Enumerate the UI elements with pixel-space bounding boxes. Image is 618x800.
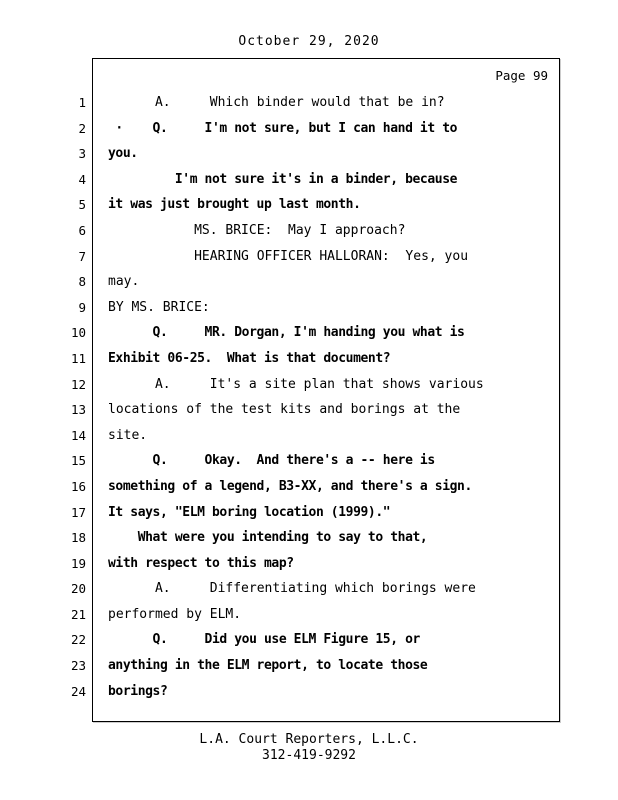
line-text: borings? — [108, 683, 168, 699]
line-number: 24 — [70, 683, 86, 699]
transcript-line: 6 MS. BRICE: May I approach? — [0, 218, 618, 244]
line-text: It says, "ELM boring location (1999)." — [108, 504, 391, 520]
line-number: 6 — [78, 222, 86, 238]
transcript-line: 20 A. Differentiating which borings were — [0, 576, 618, 602]
line-number: 22 — [70, 632, 86, 648]
line-number: 18 — [70, 530, 86, 546]
footer-phone: 312-419-9292 — [262, 748, 356, 763]
line-number: 19 — [70, 555, 86, 571]
line-number: 4 — [78, 171, 86, 187]
transcript-line: 1 A. Which binder would that be in? — [0, 90, 618, 116]
line-number: 20 — [70, 581, 86, 597]
transcript-line: 17 It says, "ELM boring location (1999)." — [0, 500, 618, 526]
page-number-label: Page 99 — [495, 68, 548, 83]
transcript-line: 11 Exhibit 06-25. What is that document? — [0, 346, 618, 372]
line-number: 23 — [70, 658, 86, 674]
line-text: A. Which binder would that be in? — [108, 95, 445, 110]
transcript-line: 10 Q. MR. Dorgan, I'm handing you what i… — [0, 320, 618, 346]
transcript-line: 4 I'm not sure it's in a binder, because — [0, 167, 618, 193]
transcript-line: 3 you. — [0, 141, 618, 167]
transcript-line: 7 HEARING OFFICER HALLORAN: Yes, you — [0, 244, 618, 270]
line-text: BY MS. BRICE: — [108, 299, 210, 315]
line-text: something of a legend, B3-XX, and there'… — [108, 478, 472, 494]
line-number: 9 — [78, 299, 86, 315]
transcript-line: 14 site. — [0, 423, 618, 449]
transcript-line: 5 it was just brought up last month. — [0, 192, 618, 218]
transcript-line: 19 with respect to this map? — [0, 551, 618, 577]
date-header: October 29, 2020 — [238, 34, 380, 49]
transcript-line: 15 Q. Okay. And there's a -- here is — [0, 448, 618, 474]
transcript-lines: 1 A. Which binder would that be in?2 · Q… — [0, 90, 618, 704]
transcript-line: 9 BY MS. BRICE: — [0, 295, 618, 321]
transcript-line: 21 performed by ELM. — [0, 602, 618, 628]
line-number: 8 — [78, 274, 86, 290]
line-text: · Q. I'm not sure, but I can hand it to — [108, 120, 458, 136]
line-number: 10 — [70, 325, 86, 341]
line-text: may. — [108, 274, 140, 290]
footer-company: L.A. Court Reporters, L.L.C. — [199, 732, 419, 747]
line-text: performed by ELM. — [108, 606, 242, 622]
line-text: What were you intending to say to that, — [108, 530, 428, 546]
line-text: anything in the ELM report, to locate th… — [108, 658, 428, 674]
transcript-line: 16 something of a legend, B3-XX, and ther… — [0, 474, 618, 500]
line-number: 3 — [78, 146, 86, 162]
line-number: 7 — [78, 248, 86, 264]
transcript-sheet-border — [92, 58, 560, 722]
line-number: 2 — [78, 120, 86, 136]
line-text: it was just brought up last month. — [108, 197, 361, 213]
line-text: A. Differentiating which borings were — [108, 581, 476, 597]
transcript-line: 2 · Q. I'm not sure, but I can hand it t… — [0, 116, 618, 142]
line-text: HEARING OFFICER HALLORAN: Yes, you — [108, 248, 469, 264]
line-number: 17 — [70, 504, 86, 520]
line-number: 16 — [70, 478, 86, 494]
line-number: 13 — [70, 402, 86, 418]
line-text: locations of the test kits and borings a… — [108, 402, 461, 418]
transcript-line: 13 locations of the test kits and borings… — [0, 397, 618, 423]
line-text: Q. Did you use ELM Figure 15, or — [108, 632, 421, 648]
line-text: with respect to this map? — [108, 555, 294, 571]
line-number: 14 — [70, 427, 86, 443]
transcript-line: 12 A. It's a site plan that shows variou… — [0, 372, 618, 398]
line-text: Exhibit 06-25. What is that document? — [108, 350, 391, 366]
line-text: you. — [108, 146, 138, 162]
line-text: Q. MR. Dorgan, I'm handing you what is — [108, 325, 465, 341]
line-number: 21 — [70, 606, 86, 622]
line-number: 11 — [70, 350, 86, 366]
transcript-line: 18 What were you intending to say to tha… — [0, 525, 618, 551]
line-text: site. — [108, 427, 148, 443]
transcript-line: 23 anything in the ELM report, to locate … — [0, 653, 618, 679]
transcript-line: 8 may. — [0, 269, 618, 295]
line-number: 12 — [70, 376, 86, 392]
line-text: Q. Okay. And there's a -- here is — [108, 453, 436, 469]
line-text: I'm not sure it's in a binder, because — [108, 171, 458, 187]
transcript-line: 22 Q. Did you use ELM Figure 15, or — [0, 627, 618, 653]
line-number: 1 — [78, 95, 86, 110]
footer: L.A. Court Reporters, L.L.C. 312-419-929… — [0, 732, 618, 764]
line-text: A. It's a site plan that shows various — [108, 376, 484, 392]
line-text: MS. BRICE: May I approach? — [108, 222, 406, 238]
line-number: 5 — [78, 197, 86, 213]
transcript-line: 24 borings? — [0, 679, 618, 705]
line-number: 15 — [70, 453, 86, 469]
